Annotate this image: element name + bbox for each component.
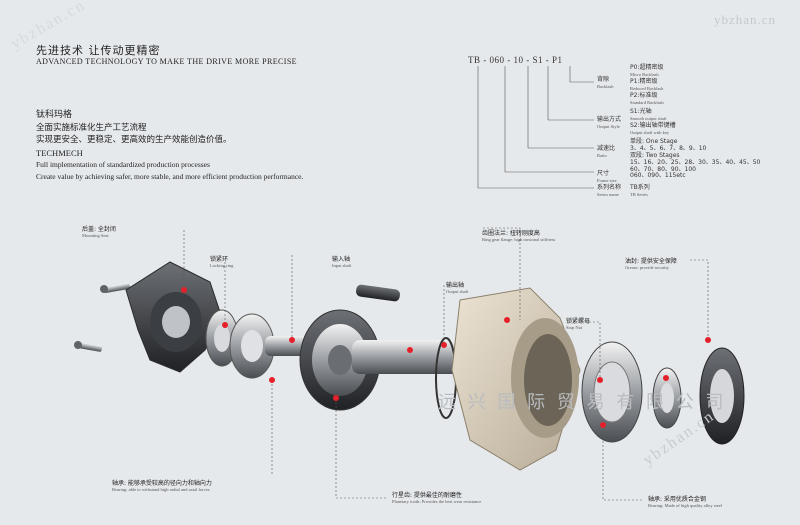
techmech-title-en: TECHMECH <box>36 148 83 158</box>
label-mounting-seat: 后盖: 全封闭 Mounting Seat <box>82 226 116 238</box>
output-style-options: S1:光轴 Smooth output shaft S2:输出轴带键槽 Outp… <box>630 108 676 135</box>
label-input-shaft: 输入轴 Input shaft <box>332 256 352 268</box>
page-title-cn: 先进技术 让传动更精密 <box>36 44 161 57</box>
techmech-title-cn: 钛科玛格 <box>36 110 73 120</box>
label-grease: 油封: 提供安全保障 Grease: provide security <box>625 258 677 270</box>
series-value: TB系列 TB Series <box>630 184 650 197</box>
ring-gear-flange-part <box>451 287 581 471</box>
stop-nut-part <box>652 367 682 429</box>
page-title-en: ADVANCED TECHNOLOGY TO MAKE THE DRIVE MO… <box>36 57 297 66</box>
screw-icon <box>74 341 103 352</box>
bearing-left-part <box>229 313 275 379</box>
watermark-top-right: ybzhan.cn <box>713 12 776 27</box>
output-style-label: 输出方式 Output Style <box>597 116 622 129</box>
techmech-line2-cn: 实现更安全、更稳定、更高效的生产效能创造价值。 <box>36 135 232 145</box>
techmech-line1-en: Full implementation of standardized prod… <box>36 160 210 169</box>
label-bearing-left: 轴承: 能够承受较高的径向力和轴向力 Bearing: able to with… <box>112 480 212 492</box>
marker-dots <box>181 287 711 428</box>
screw-icon <box>100 283 131 293</box>
label-bearing-right: 轴承: 采用优质合金钢 Bearing: Made of high qualit… <box>648 496 722 508</box>
label-stop-nut: 锁紧螺母 Stop Nut <box>566 318 591 330</box>
watermark-company: 远 兴 国 际 贸 易 有 限 公 司 <box>438 392 727 413</box>
grease-seal-part <box>699 347 745 445</box>
key-part <box>356 284 400 302</box>
model-code: TB - 060 - 10 - S1 - P1 <box>468 55 563 65</box>
series-label: 系列名称 Series name <box>597 184 622 197</box>
label-ring-gear-flange: 齿圈法兰: 扭转刚度高 Ring gear flange: high torsi… <box>482 230 556 242</box>
label-planetary-tooth: 行星齿: 提供最佳的耐磨性 Planetary tooth: Provides … <box>392 492 482 504</box>
techmech-line2-en: Create value by achieving safer, more st… <box>36 172 304 181</box>
label-output-shaft: 输出轴 Output shaft <box>446 282 469 294</box>
mounting-seat-part <box>125 261 223 373</box>
label-locking-ring: 锁紧环 Locking ring <box>210 256 234 268</box>
backlash-label: 背隙 Backlash <box>597 76 614 89</box>
backlash-options: P0:超精密级 Micro Backlash P1:精密级 Reduced Ba… <box>630 64 664 105</box>
frame-size-values: 060、090、115etc <box>630 172 686 179</box>
ratio-options: 单段: One Stage 3、4、5、6、7、8、9、10 双段: Two S… <box>630 138 761 173</box>
bearing-right-part <box>581 341 643 443</box>
techmech-line1-cn: 全面实施标准化生产工艺流程 <box>36 123 147 133</box>
ratio-label: 减速比 Ratio <box>597 145 616 158</box>
frame-size-label: 尺寸 Frame size <box>597 170 617 183</box>
